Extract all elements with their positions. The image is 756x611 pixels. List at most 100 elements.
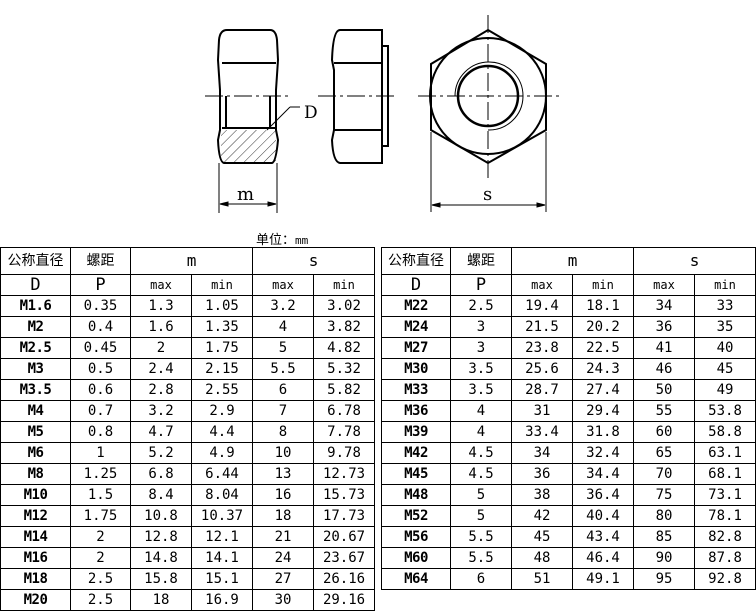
cell-s-max: 80 <box>633 505 696 527</box>
header-nominal-diameter: 公称直径 <box>0 247 71 275</box>
cell-p: 2 <box>70 526 131 548</box>
cell-m-min: 24.3 <box>571 358 635 380</box>
dimension-m <box>218 163 278 213</box>
header-pitch: 螺距 <box>450 247 512 275</box>
cell-s-max: 5.5 <box>252 358 315 380</box>
cell-m-min: 31.8 <box>571 421 635 443</box>
cell-m-min: 20.2 <box>571 316 635 338</box>
cell-m-max: 1.6 <box>130 316 192 338</box>
cell-d: M5 <box>0 421 71 443</box>
cell-m-min: 46.4 <box>571 547 635 569</box>
cell-m-min: 29.4 <box>571 400 635 422</box>
cell-d: M1.6 <box>0 295 71 317</box>
cell-s-min: 53.8 <box>694 400 756 422</box>
cell-m-max: 2.8 <box>130 379 192 401</box>
cell-d: M3.5 <box>0 379 71 401</box>
cell-m-min: 27.4 <box>571 379 635 401</box>
cell-s-min: 3.82 <box>313 316 376 338</box>
cell-m-max: 2.4 <box>130 358 192 380</box>
cell-d: M48 <box>381 484 451 506</box>
cell-s-min: 40 <box>694 337 756 359</box>
cell-p: 1 <box>70 442 131 464</box>
cell-m-max: 45 <box>511 526 573 548</box>
cell-p: 0.5 <box>70 358 131 380</box>
cell-p: 1.25 <box>70 463 131 485</box>
cell-s-max: 46 <box>633 358 696 380</box>
cell-p: 2.5 <box>70 568 131 590</box>
cell-s-min: 23.67 <box>313 547 376 569</box>
cell-d: M14 <box>0 526 71 548</box>
cell-s-max: 5 <box>252 337 315 359</box>
cell-d: M10 <box>0 484 71 506</box>
cell-m-max: 28.7 <box>511 379 573 401</box>
cell-m-max: 33.4 <box>511 421 573 443</box>
cell-p: 4 <box>450 421 512 443</box>
cell-s-max: 13 <box>252 463 315 485</box>
cell-s-min: 49 <box>694 379 756 401</box>
cell-d: M33 <box>381 379 451 401</box>
header-pitch: 螺距 <box>70 247 131 275</box>
cell-s-max: 30 <box>252 589 315 611</box>
cell-p: 0.6 <box>70 379 131 401</box>
cell-s-max: 65 <box>633 442 696 464</box>
cell-m-min: 32.4 <box>571 442 635 464</box>
cell-s-max: 3.2 <box>252 295 315 317</box>
cell-m-min: 6.44 <box>190 463 254 485</box>
cell-s-max: 50 <box>633 379 696 401</box>
cell-m-min: 8.04 <box>190 484 254 506</box>
cell-m-max: 2 <box>130 337 192 359</box>
cell-s-max: 8 <box>252 421 315 443</box>
cell-p: 3 <box>450 316 512 338</box>
cell-m-max: 18 <box>130 589 192 611</box>
cell-p: 1.75 <box>70 505 131 527</box>
cell-d: M6 <box>0 442 71 464</box>
cell-s-min: 5.32 <box>313 358 376 380</box>
cell-s-min: 73.1 <box>694 484 756 506</box>
cell-s-max: 36 <box>633 316 696 338</box>
cell-m-min: 1.75 <box>190 337 254 359</box>
header-m-min: min <box>190 274 254 296</box>
cell-s-min: 15.73 <box>313 484 376 506</box>
cell-d: M3 <box>0 358 71 380</box>
cell-m-min: 18.1 <box>571 295 635 317</box>
cell-p: 6 <box>450 568 512 590</box>
cell-m-max: 6.8 <box>130 463 192 485</box>
cell-s-min: 6.78 <box>313 400 376 422</box>
header-m: m <box>129 247 254 275</box>
cell-m-max: 12.8 <box>130 526 192 548</box>
cell-s-min: 92.8 <box>694 568 756 590</box>
cell-m-min: 1.05 <box>190 295 254 317</box>
cell-d: M64 <box>381 568 451 590</box>
header-d-symbol: D <box>381 274 451 296</box>
header-m: m <box>510 247 635 275</box>
header-p-symbol: P <box>70 274 131 296</box>
cell-s-max: 4 <box>252 316 315 338</box>
cell-s-min: 29.16 <box>313 589 376 611</box>
cell-s-max: 85 <box>633 526 696 548</box>
cell-s-max: 60 <box>633 421 696 443</box>
cell-p: 5 <box>450 505 512 527</box>
cell-s-max: 41 <box>633 337 696 359</box>
cell-s-max: 24 <box>252 547 315 569</box>
cell-m-max: 23.8 <box>511 337 573 359</box>
cell-s-max: 95 <box>633 568 696 590</box>
dimension-m-label: m <box>237 184 254 205</box>
unit-label: 单位：mm <box>256 229 308 248</box>
cell-s-max: 34 <box>633 295 696 317</box>
dimension-s-label: s <box>483 184 492 205</box>
